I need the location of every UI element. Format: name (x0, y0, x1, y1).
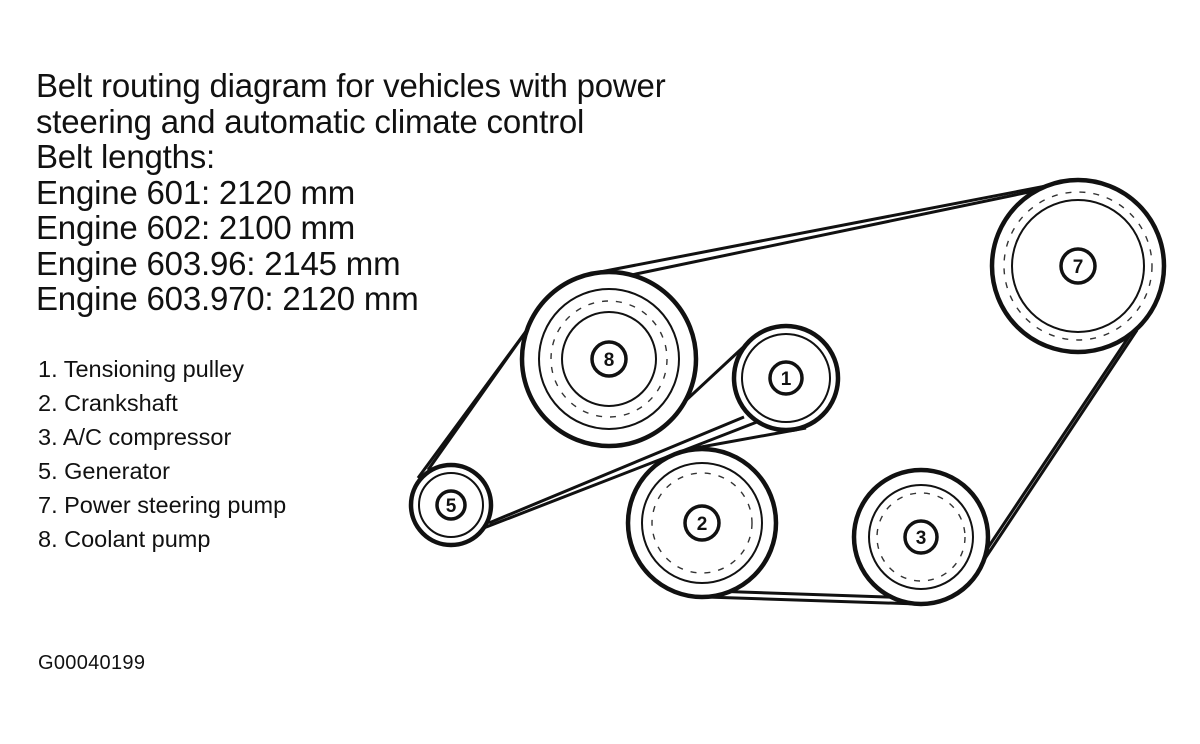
belt-segment-8-5b (426, 319, 536, 471)
pulley-crankshaft-hub (683, 504, 721, 542)
pulley-power-steering-pump-number-label: 7 (1073, 257, 1084, 278)
pulley-tensioning-pulley-ring-1 (741, 333, 831, 423)
figure-code: G00040199 (38, 652, 146, 674)
title-line-1: Belt routing diagram for vehicles with p… (36, 67, 666, 104)
pulley-crankshaft-dashed-ring-1 (651, 472, 753, 574)
pulley-coolant-pump-ring-2 (561, 311, 657, 407)
belt-segment-8-7b (611, 184, 1059, 281)
pulley-generator-hub (435, 489, 467, 521)
pulley-generator-number-label: 5 (446, 496, 457, 517)
pulley-coolant-pump-number-label: 8 (604, 350, 615, 371)
pulley-generator: 5 (408, 462, 494, 548)
pulley-coolant-pump-hub (590, 340, 628, 378)
legend-item-generator: 5. Generator (38, 458, 170, 484)
belt-segment-5-1 (475, 420, 758, 533)
pulley-group: 7 8 1 5 2 3 (408, 177, 1167, 607)
belt-segment-5-1b (488, 415, 745, 525)
pulley-coolant-pump-dashed-ring-1 (550, 300, 668, 418)
pulley-ac-compressor: 3 (851, 467, 991, 607)
belt-length-603-96: Engine 603.96: 2145 mm (36, 244, 401, 282)
belt (416, 179, 1139, 606)
pulley-generator-ring-1 (418, 472, 484, 538)
pulley-power-steering-pump: 7 (989, 177, 1167, 355)
belt-length-603-970: Engine 603.970: 2120 mm (36, 280, 419, 317)
belt-segment-2-3b (711, 589, 915, 600)
belt-length-602: Engine 602: 2100 mm (36, 209, 356, 246)
legend-item-power-steering-pump: 7. Power steering pump (38, 492, 287, 518)
pulley-power-steering-pump-ring-1 (1011, 199, 1145, 333)
pulley-tensioning-pulley-hub (768, 360, 804, 396)
pulley-ac-compressor-dashed-ring-1 (876, 492, 966, 582)
legend-item-coolant-pump: 8. Coolant pump (38, 526, 211, 552)
belt-segment-8-7 (599, 179, 1073, 274)
pulley-coolant-pump: 8 (519, 269, 699, 449)
pulley-ac-compressor-ring-1 (868, 484, 974, 590)
title-block: Belt routing diagram for vehicles with p… (36, 68, 796, 317)
legend-item-tensioning-pulley: 1. Tensioning pulley (38, 356, 244, 382)
belt-segment-2-3 (705, 595, 919, 606)
belt-lengths-heading: Belt lengths: (36, 138, 216, 175)
pulley-coolant-pump-ring-1 (538, 288, 680, 430)
belt-segment-3-7 (982, 329, 1139, 561)
legend-item-crankshaft: 2. Crankshaft (38, 390, 178, 416)
pulley-ac-compressor-hub (903, 519, 939, 555)
pulley-power-steering-pump-dashed-ring-1 (1003, 191, 1153, 341)
pulley-tensioning-pulley: 1 (731, 323, 841, 433)
title-line-2: steering and automatic climate control (36, 102, 585, 140)
legend: 1. Tensioning pulley 2. Crankshaft 3. A/… (38, 352, 286, 556)
pulley-crankshaft: 2 (625, 446, 779, 600)
legend-item-ac-compressor: 3. A/C compressor (38, 424, 232, 450)
pulley-tensioning-pulley-number-label: 1 (781, 369, 792, 390)
pulley-power-steering-pump-hub (1059, 247, 1097, 285)
pulley-crankshaft-number-label: 2 (697, 514, 708, 535)
belt-segment-3-7b (973, 334, 1132, 568)
belt-length-601: Engine 601: 2120 mm (36, 173, 356, 211)
pulley-ac-compressor-number-label: 3 (916, 528, 927, 549)
pulley-crankshaft-ring-1 (641, 462, 763, 584)
